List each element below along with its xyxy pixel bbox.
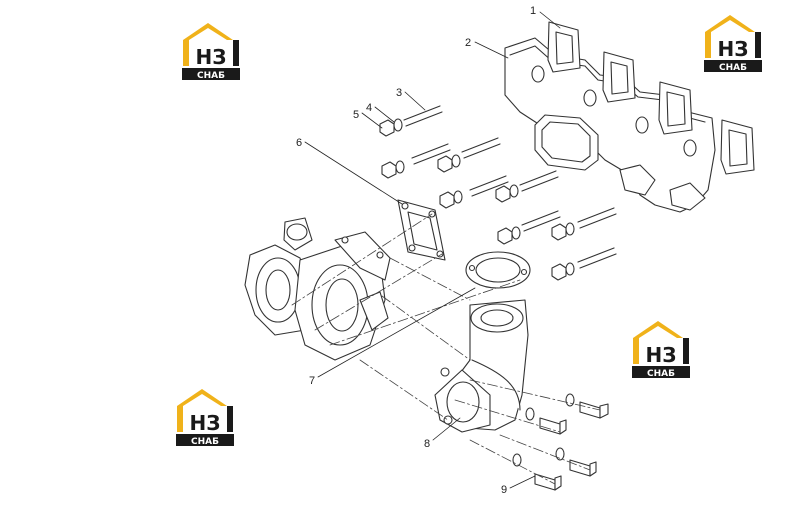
turbo-gasket (397, 199, 446, 261)
callout-9: 9 (501, 484, 507, 496)
turbocharger (244, 217, 391, 361)
svg-text:НЗ: НЗ (196, 45, 227, 69)
brand-logo-middle-right: НЗ СНАБ (630, 318, 692, 380)
assembly-lines (291, 213, 601, 485)
svg-text:НЗ: НЗ (646, 343, 677, 367)
svg-text:НЗ: НЗ (718, 37, 749, 61)
callout-1: 1 (530, 5, 536, 17)
elbow-bolts (512, 393, 609, 491)
callout-8: 8 (424, 438, 430, 450)
svg-text:СНАБ: СНАБ (719, 63, 747, 73)
manifold-gaskets (547, 21, 755, 175)
leader-lines (304, 11, 561, 489)
brand-logo-top-right: НЗ СНАБ (702, 12, 764, 74)
svg-text:НЗ: НЗ (190, 411, 221, 435)
callout-3: 3 (396, 87, 402, 99)
callout-labels: 1 2 3 4 5 6 7 8 9 (296, 5, 536, 496)
nuts-and-washers (379, 118, 575, 281)
callout-4: 4 (366, 102, 372, 114)
outlet-elbow (434, 299, 529, 433)
svg-text:СНАБ: СНАБ (197, 71, 225, 81)
studs (403, 105, 617, 269)
brand-logo-bottom-left: НЗ СНАБ (174, 386, 236, 448)
exhaust-manifold (504, 37, 716, 213)
brand-logo-top-left: НЗ СНАБ (180, 20, 242, 82)
callout-7: 7 (309, 375, 315, 387)
svg-text:СНАБ: СНАБ (191, 437, 219, 447)
callout-6: 6 (296, 137, 302, 149)
svg-text:СНАБ: СНАБ (647, 369, 675, 379)
callout-5: 5 (353, 109, 359, 121)
callout-2: 2 (465, 37, 471, 49)
elbow-gasket (465, 251, 531, 289)
